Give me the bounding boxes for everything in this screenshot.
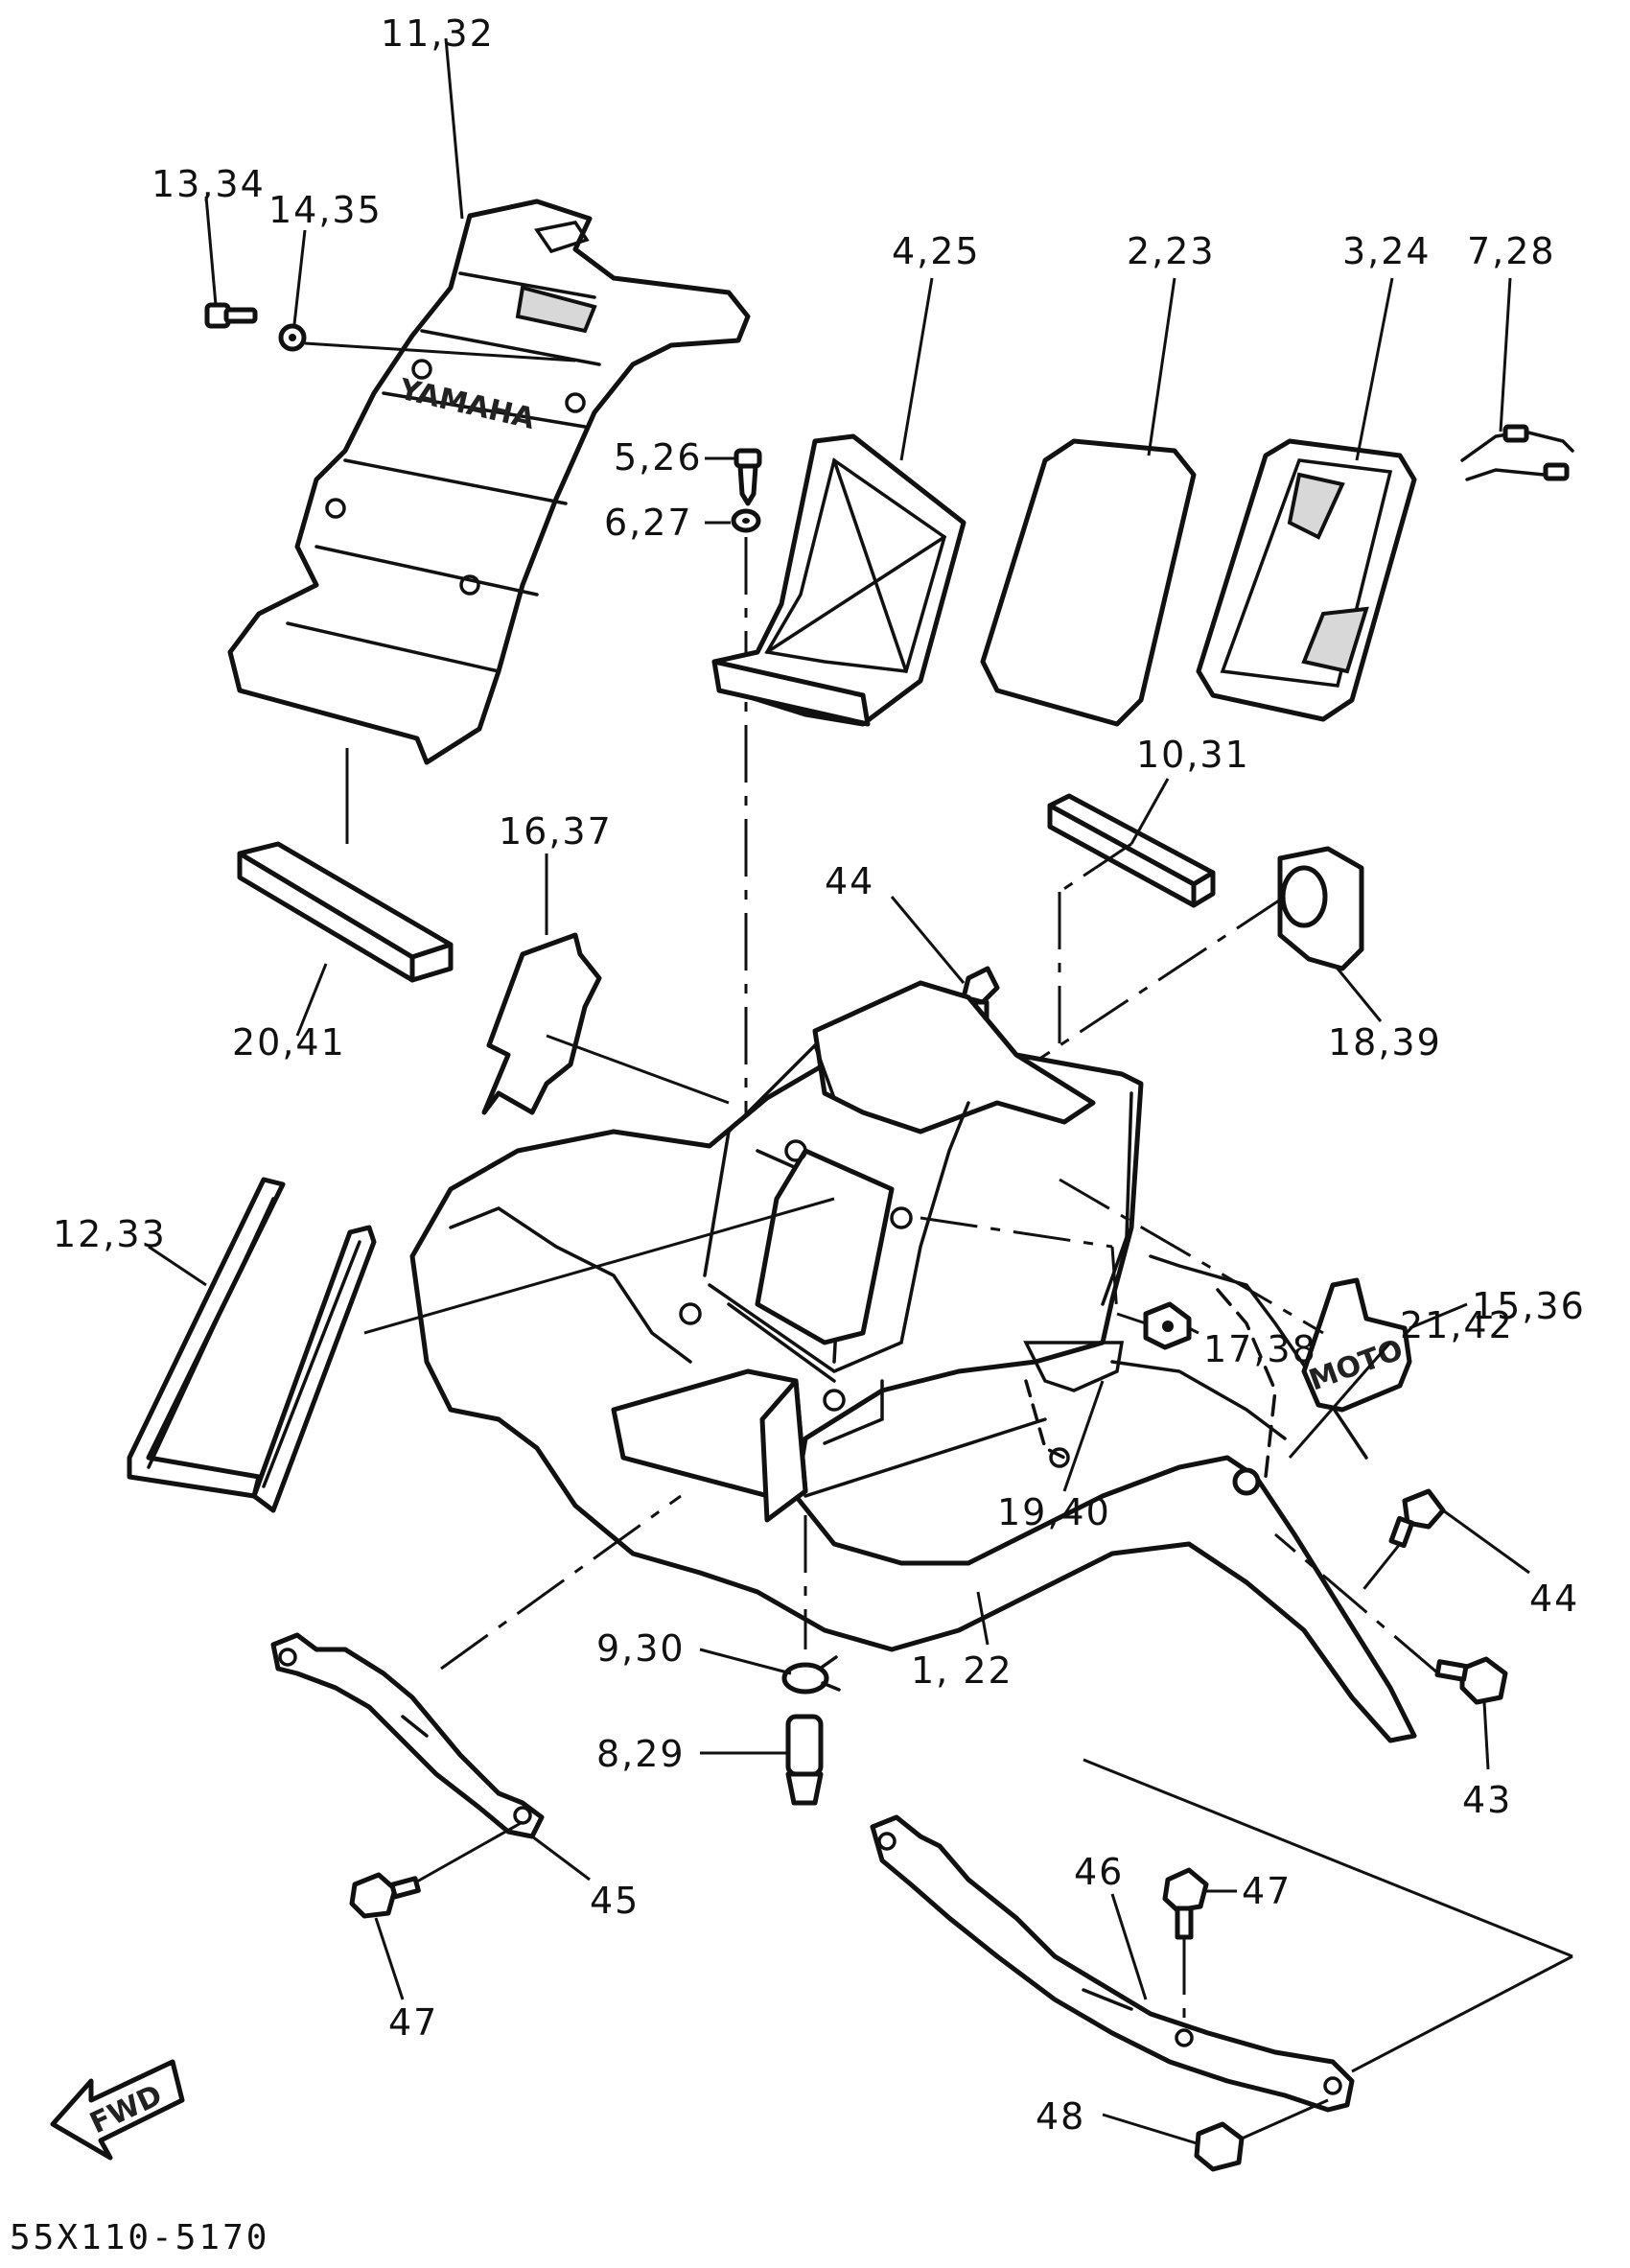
callout-43: 43	[1462, 1779, 1512, 1821]
fwd-arrow-icon: FWD	[50, 2059, 185, 2161]
callout-6-27: 6,27	[604, 502, 693, 544]
callout-8-29: 8,29	[596, 1733, 686, 1775]
bolt-43	[1434, 1656, 1508, 1705]
spacer-20-41	[237, 841, 454, 983]
callout-11-32: 11,32	[381, 12, 495, 55]
stay-45	[270, 1632, 545, 1839]
callout-20-41: 20,41	[232, 1021, 346, 1064]
reflector-lens-2-23	[980, 438, 1197, 727]
bolt-44-right	[1388, 1488, 1446, 1549]
cap-8-29	[785, 1714, 824, 1806]
callout-10-31: 10,31	[1136, 734, 1250, 776]
callout-labels: 11,32 13,34 14,35 4,25 2,23 3,24 7,28 5,…	[53, 12, 1586, 2138]
callout-5-26: 5,26	[614, 436, 703, 479]
callout-9-30: 9,30	[596, 1627, 686, 1670]
callout-45: 45	[590, 1880, 640, 1922]
grommet-6-27	[731, 508, 761, 533]
callout-47-right: 47	[1242, 1870, 1292, 1912]
bolt-47-right	[1162, 1867, 1209, 1940]
callout-18-39: 18,39	[1328, 1021, 1442, 1064]
bolt-13-34	[204, 302, 258, 329]
callout-13-34: 13,34	[151, 163, 266, 205]
reflector-mesh-3-24	[1196, 438, 1417, 722]
bolt-47-left	[349, 1872, 421, 1919]
washer-14-35	[278, 323, 307, 352]
callout-47-left: 47	[388, 2001, 438, 2044]
clip-9-30	[781, 1655, 841, 1695]
callout-19-40: 19,40	[997, 1491, 1111, 1533]
callout-1-22: 1, 22	[911, 1649, 1013, 1692]
reflector-bracket-4-25	[711, 433, 966, 727]
trim-strip-12-33	[127, 1177, 377, 1513]
pad-10-31	[1047, 793, 1216, 908]
badge-15-36: MOTO	[1301, 1277, 1412, 1413]
nut-17-38	[1143, 1301, 1192, 1350]
callout-3-24: 3,24	[1342, 230, 1432, 272]
stay-46	[870, 1814, 1355, 2113]
callout-12-33: 12,33	[53, 1213, 167, 1255]
screw-5-26	[734, 448, 762, 506]
callout-2-23: 2,23	[1127, 230, 1216, 272]
callout-48: 48	[1036, 2095, 1085, 2138]
callout-15-36: 15,36	[1472, 1285, 1586, 1327]
wire-lead-7-28	[1460, 424, 1574, 481]
callout-14-35: 14,35	[268, 189, 383, 231]
callout-44-top: 44	[825, 860, 874, 902]
callout-21-42: 21,42	[1400, 1304, 1514, 1346]
callout-7-28: 7,28	[1467, 230, 1556, 272]
callout-16-37: 16,37	[499, 810, 613, 853]
nut-48	[1194, 2121, 1245, 2172]
reference-code: 55X110-5170	[10, 2218, 269, 2257]
callout-4-25: 4,25	[892, 230, 981, 272]
callout-46: 46	[1074, 1851, 1124, 1893]
callout-44-right: 44	[1529, 1578, 1579, 1620]
grommet-18-39	[1277, 846, 1364, 971]
plate-16-37	[481, 932, 602, 1115]
rear-fender-1-22	[409, 980, 1417, 1743]
callout-17-38: 17,38	[1203, 1328, 1317, 1370]
rear-cover-part: YAMAHA	[227, 199, 751, 765]
